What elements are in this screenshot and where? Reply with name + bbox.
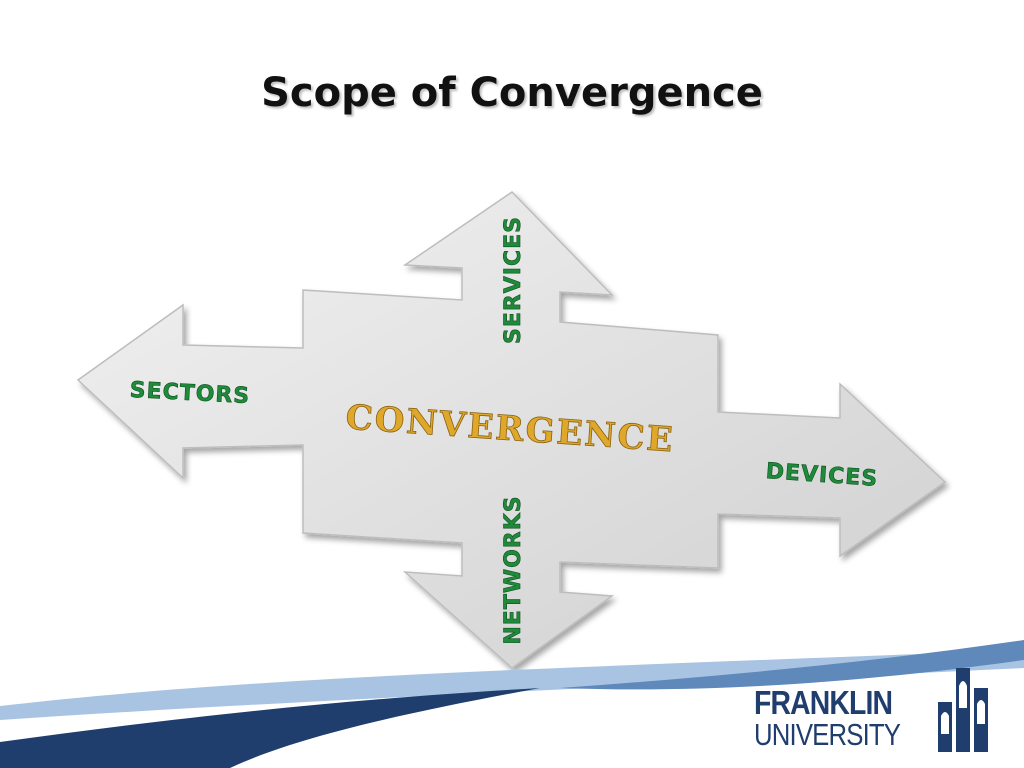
university-tower-icon xyxy=(938,668,988,752)
arrow-label-services: SERVICES xyxy=(501,216,526,344)
logo-line-university: UNIVERSITY xyxy=(754,717,901,752)
footer-swoosh-navy xyxy=(0,688,540,768)
footer-swoosh-light xyxy=(0,650,1024,720)
footer-swoosh-blue xyxy=(560,640,1024,690)
arrow-label-networks: NETWORKS xyxy=(501,495,526,644)
slide-title: Scope of Convergence xyxy=(261,70,763,116)
four-way-arrow-shape xyxy=(76,191,947,669)
franklin-university-logo: FRANKLIN UNIVERSITY xyxy=(752,668,1012,758)
logo-line-franklin: FRANKLIN xyxy=(754,684,893,721)
